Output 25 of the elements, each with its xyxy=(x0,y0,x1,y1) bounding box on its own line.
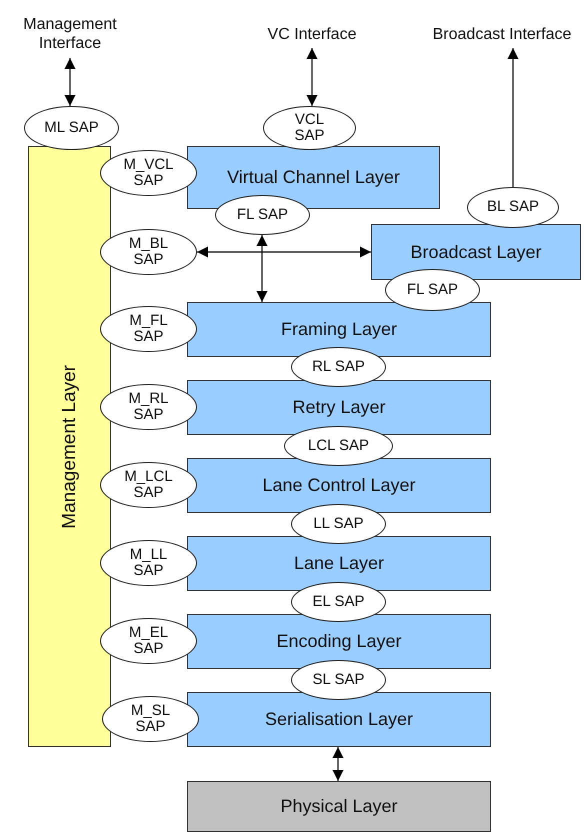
layer-box: Retry Layer xyxy=(187,380,491,435)
layer-box: Broadcast Layer xyxy=(371,224,581,280)
arrow xyxy=(197,246,371,258)
layer-box: Serialisation Layer xyxy=(187,692,491,747)
layer-title: Management Layer xyxy=(58,364,80,528)
layer-box: Lane Control Layer xyxy=(187,458,491,513)
arrow xyxy=(64,58,76,106)
sap-ellipse: FL SAP xyxy=(215,195,310,235)
layer-box: Lane Layer xyxy=(187,536,491,591)
arrow xyxy=(332,747,344,781)
layer-box: Framing Layer xyxy=(187,302,491,357)
arrow xyxy=(306,48,318,106)
layer-box: Encoding Layer xyxy=(187,614,491,669)
arrow xyxy=(508,48,518,187)
sap-ellipse: BL SAP xyxy=(467,187,559,228)
sap-ellipse: VCL SAP xyxy=(263,106,356,150)
layer-box: Virtual Channel Layer xyxy=(187,146,440,209)
interface-label: Broadcast Interface xyxy=(414,22,588,48)
arrow xyxy=(256,235,268,302)
management-layer-bar xyxy=(28,146,111,747)
sap-ellipse: M_BL SAP xyxy=(100,229,197,275)
interface-label: VC Interface xyxy=(242,22,382,48)
layer-box: Physical Layer xyxy=(187,781,491,832)
sap-ellipse: ML SAP xyxy=(24,106,119,150)
interface-label: Management Interface xyxy=(0,10,140,58)
